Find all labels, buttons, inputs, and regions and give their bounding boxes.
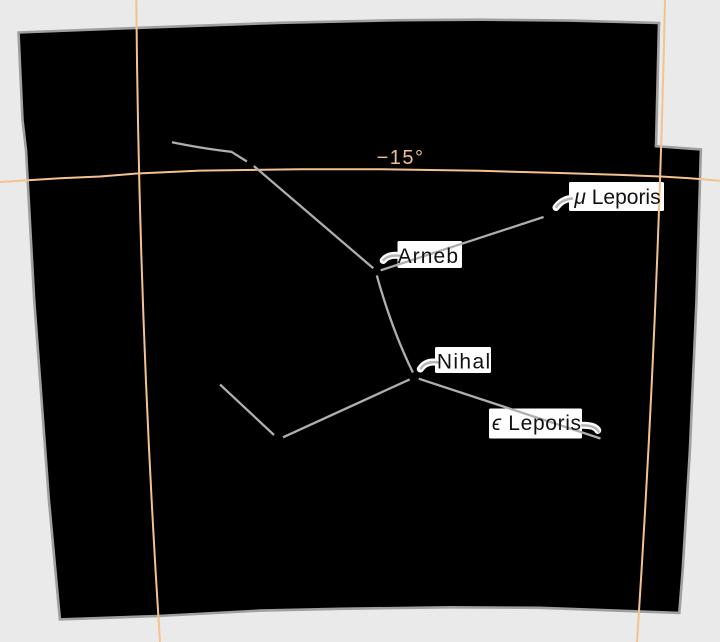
svg-text:Nihal: Nihal <box>437 350 492 373</box>
svg-text:Arneb: Arneb <box>398 245 460 268</box>
svg-text:−15°: −15° <box>377 147 425 169</box>
svg-text:ϵ Leporis: ϵ Leporis <box>492 412 582 435</box>
svg-text:μ Leporis: μ Leporis <box>573 186 660 209</box>
